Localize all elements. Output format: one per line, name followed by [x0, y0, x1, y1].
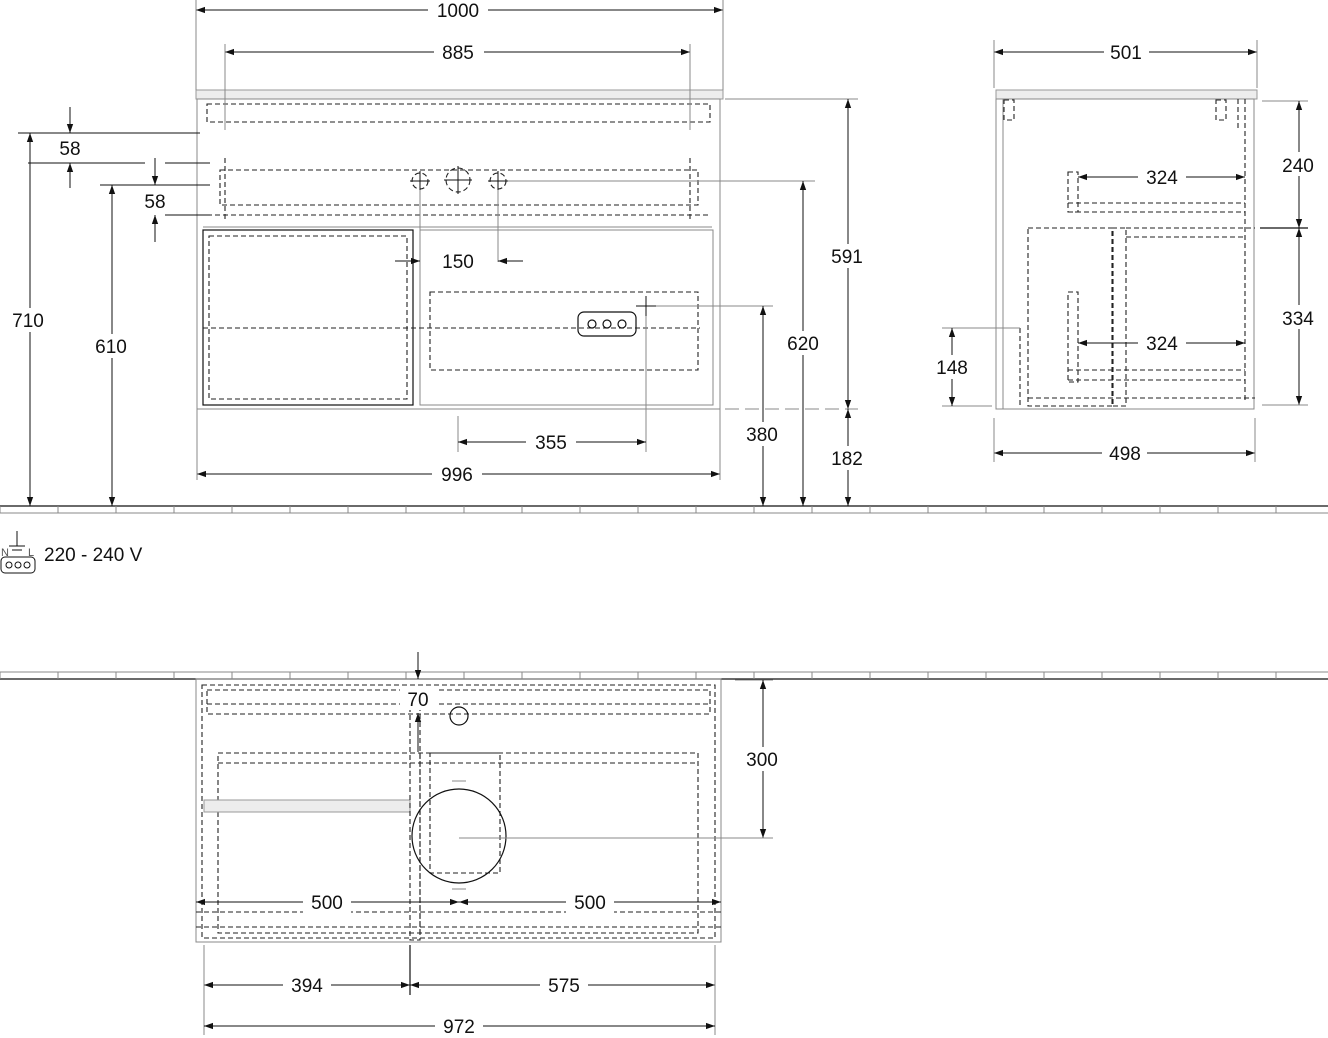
dim-top-left-width: 394	[291, 976, 323, 997]
tap-hole-right-icon	[488, 171, 508, 191]
top-body-outline	[195, 678, 722, 943]
dim-drain-height: 620	[787, 334, 819, 355]
dim-side-shelf-upper: 324	[1146, 168, 1178, 189]
dim-top-wall-offset: 70	[407, 690, 428, 711]
tap-hole-center-icon	[444, 166, 472, 194]
floor-line-top	[0, 505, 1328, 514]
dim-side-shelf-lower: 324	[1146, 334, 1178, 355]
svg-text:N: N	[1, 547, 9, 559]
dim-inner-width: 885	[442, 43, 474, 64]
dim-tap-spacing: 150	[442, 252, 474, 273]
dim-height-total: 710	[12, 311, 44, 332]
top-view: 70 300 500 500 394 575 972	[195, 652, 785, 1038]
dim-socket-offset: 355	[535, 433, 567, 454]
front-countertop	[195, 89, 724, 100]
side-view: 501 324 240 324 334 148 498	[930, 40, 1322, 465]
dim-offset-top-1: 58	[59, 139, 80, 160]
front-basin-outline	[429, 291, 699, 371]
dim-top-drain-depth: 300	[746, 750, 778, 771]
dim-socket-height: 380	[746, 425, 778, 446]
front-body-outline	[196, 98, 721, 410]
dim-offset-top-2: 58	[144, 192, 165, 213]
power-note: N L 220 - 240 V	[0, 531, 143, 574]
dim-top-total-width: 972	[443, 1017, 475, 1038]
voltage-label: 220 - 240 V	[44, 545, 143, 566]
dim-side-bottom-depth: 498	[1109, 444, 1141, 465]
dim-side-lower-height: 334	[1282, 309, 1314, 330]
electrical-socket-icon: N L	[0, 531, 36, 574]
dim-side-socket-height: 148	[936, 358, 968, 379]
front-left-door	[202, 229, 414, 406]
dim-side-top-depth: 501	[1110, 43, 1142, 64]
dim-overall-width: 1000	[437, 1, 479, 22]
top-drain-outline	[411, 788, 507, 884]
tap-hole-left-icon	[410, 171, 430, 191]
dim-top-left-half: 500	[311, 893, 343, 914]
svg-text:L: L	[28, 547, 34, 559]
dim-top-right-width: 575	[548, 976, 580, 997]
wall-line-bottom	[0, 671, 1328, 680]
dim-height-610: 610	[95, 337, 127, 358]
dim-body-height: 591	[831, 247, 863, 268]
front-view: 1000 885 58 58 710 610 150 591 620 380 1…	[5, 0, 870, 506]
top-tap-hole-icon	[449, 706, 469, 726]
side-body-outline	[995, 98, 1255, 410]
dim-body-width: 996	[441, 465, 473, 486]
dim-side-upper-height: 240	[1282, 156, 1314, 177]
dim-top-right-half: 500	[574, 893, 606, 914]
dim-leg-clearance: 182	[831, 449, 863, 470]
front-socket-icon	[577, 311, 637, 337]
